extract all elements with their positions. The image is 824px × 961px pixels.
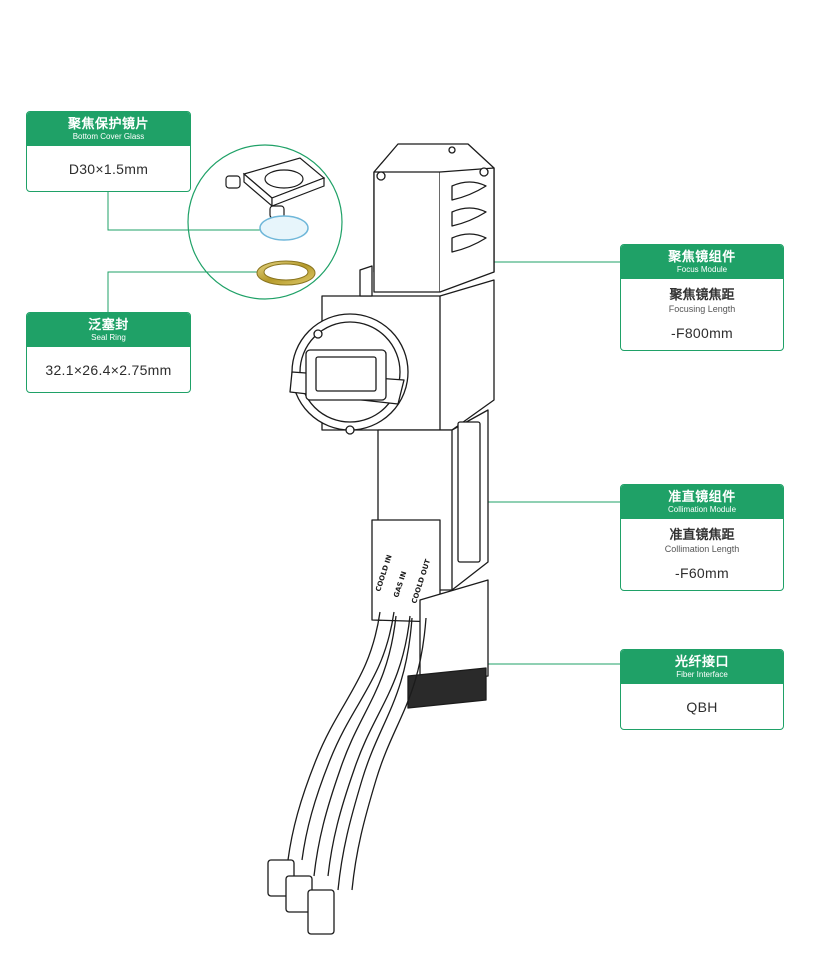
callout-focus-module: 聚焦镜组件 Focus Module 聚焦镜焦距 Focusing Length… bbox=[620, 244, 784, 351]
callout-focus-header: 聚焦镜组件 Focus Module bbox=[621, 245, 783, 279]
callout-collimation-sub-en: Collimation Length bbox=[664, 544, 740, 554]
callout-focus-sub-en: Focusing Length bbox=[668, 304, 736, 314]
callout-cover-glass-title-en: Bottom Cover Glass bbox=[72, 132, 145, 141]
callout-collimation-value: -F60mm bbox=[675, 565, 729, 581]
leader-seal-ring bbox=[107, 271, 276, 312]
cover-glass-drawer bbox=[225, 157, 326, 219]
callout-cover-glass-value: D30×1.5mm bbox=[68, 161, 149, 177]
callout-seal-ring-value: 32.1×26.4×2.75mm bbox=[45, 362, 172, 378]
callout-cover-glass-title-zh: 聚焦保护镜片 bbox=[67, 116, 149, 131]
callout-seal-ring: 泛塞封 Seal Ring 32.1×26.4×2.75mm bbox=[26, 312, 191, 393]
leader-cover-glass bbox=[107, 192, 286, 231]
callout-cover-glass-header: 聚焦保护镜片 Bottom Cover Glass bbox=[27, 112, 190, 146]
callout-collimation-title-zh: 准直镜组件 bbox=[668, 489, 736, 504]
callout-collimation-sub-zh: 准直镜焦距 bbox=[669, 527, 735, 542]
laser-head-body bbox=[289, 143, 495, 709]
callout-collimation-module: 准直镜组件 Collimation Module 准直镜焦距 Collimati… bbox=[620, 484, 784, 591]
callout-seal-ring-title-zh: 泛塞封 bbox=[88, 317, 129, 332]
callout-seal-ring-title-en: Seal Ring bbox=[91, 333, 126, 342]
callout-focus-title-zh: 聚焦镜组件 bbox=[668, 249, 736, 264]
callout-collimation-title-en: Collimation Module bbox=[667, 505, 737, 514]
hose-fittings bbox=[267, 859, 335, 935]
callout-fiber-header: 光纤接口 Fiber Interface bbox=[621, 650, 783, 684]
cover-glass-disc bbox=[259, 215, 309, 241]
callout-collimation-header: 准直镜组件 Collimation Module bbox=[621, 485, 783, 519]
seal-ring-part bbox=[256, 260, 316, 286]
callout-fiber-title-zh: 光纤接口 bbox=[674, 654, 729, 669]
callout-fiber-value: QBH bbox=[686, 699, 718, 715]
callout-seal-ring-header: 泛塞封 Seal Ring bbox=[27, 313, 190, 347]
detail-magnifier bbox=[187, 144, 343, 300]
hoses bbox=[287, 611, 427, 891]
callout-focus-title-en: Focus Module bbox=[676, 265, 728, 274]
callout-focus-sub-zh: 聚焦镜焦距 bbox=[669, 287, 735, 302]
callout-cover-glass: 聚焦保护镜片 Bottom Cover Glass D30×1.5mm bbox=[26, 111, 191, 192]
callout-fiber-title-en: Fiber Interface bbox=[676, 670, 728, 679]
callout-focus-value: -F800mm bbox=[671, 325, 733, 341]
callout-fiber-interface: 光纤接口 Fiber Interface QBH bbox=[620, 649, 784, 730]
